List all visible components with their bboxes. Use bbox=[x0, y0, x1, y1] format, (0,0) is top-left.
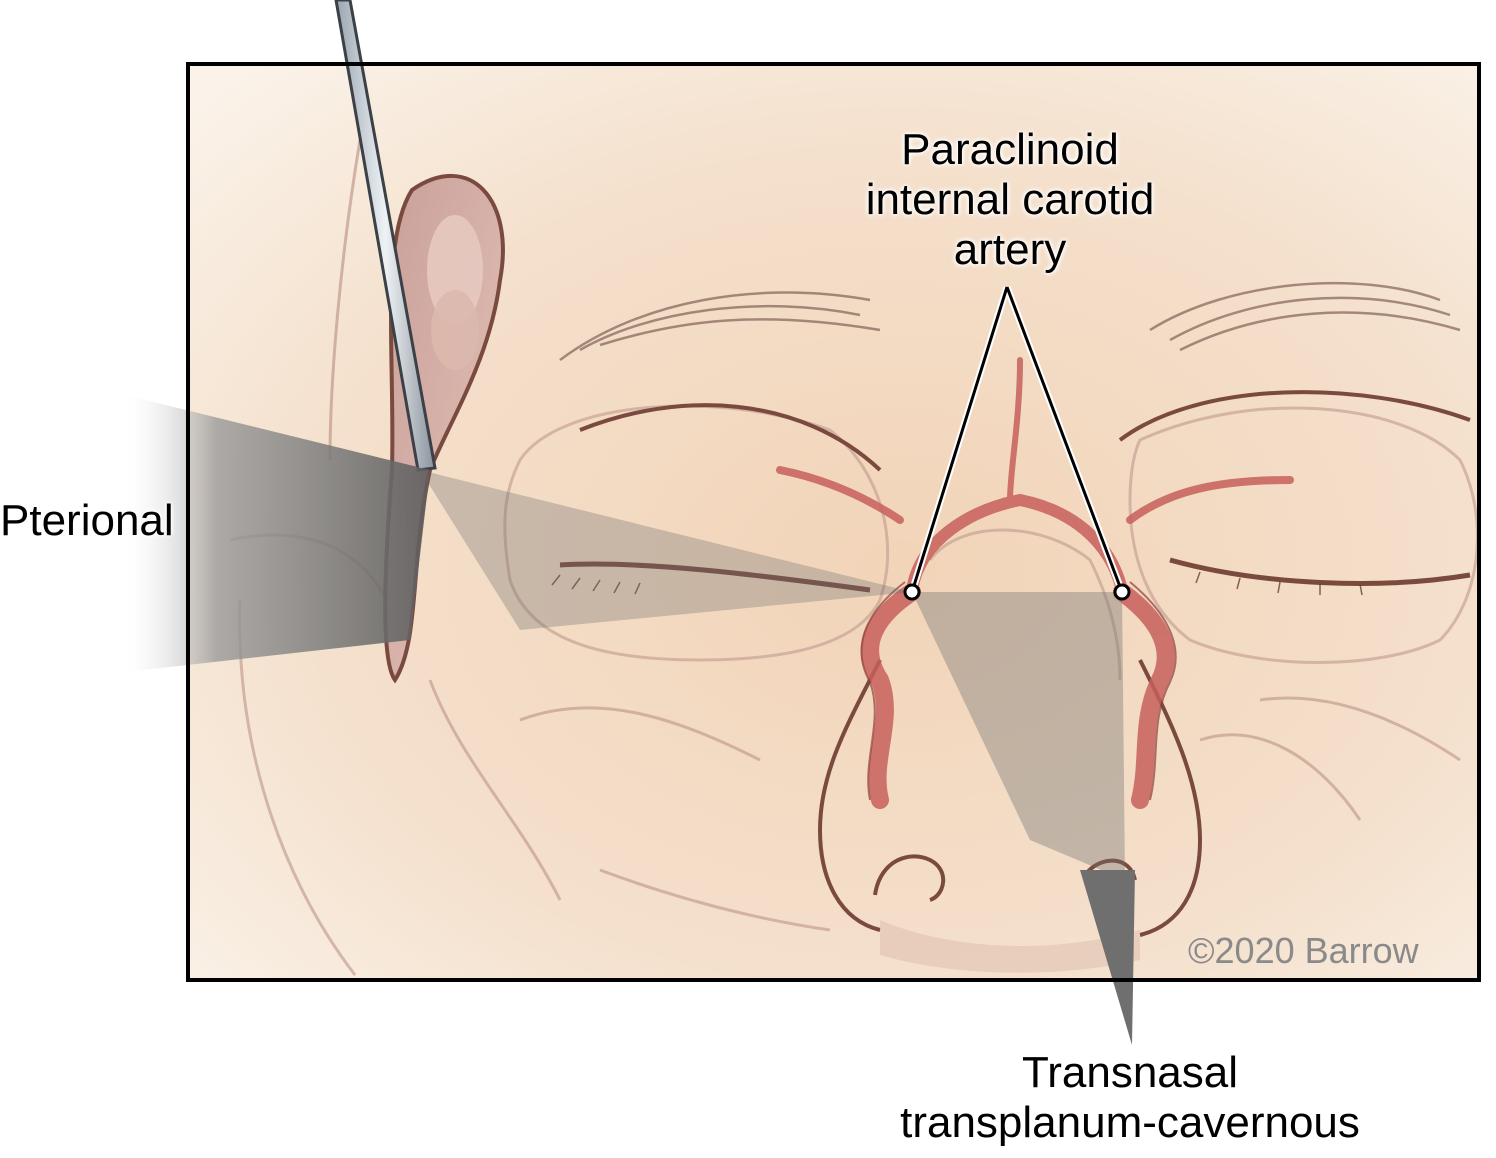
frame bbox=[186, 62, 1481, 982]
pterional-corridor bbox=[125, 395, 430, 672]
label-line: artery bbox=[953, 225, 1067, 274]
copyright-notice: ©2020 Barrow bbox=[1188, 930, 1419, 971]
label-line: Transnasal bbox=[1021, 1048, 1239, 1097]
transnasal-label: Transnasal transplanum-cavernous bbox=[840, 1048, 1420, 1148]
label-line: Paraclinoid bbox=[901, 125, 1119, 174]
paraclinoid-leader bbox=[903, 285, 1131, 601]
retractor-icon bbox=[334, 0, 437, 472]
label-line: transplanum-cavernous bbox=[900, 1098, 1360, 1147]
transnasal-corridor-tip bbox=[1080, 870, 1135, 1045]
pterional-label: Pterional bbox=[0, 496, 174, 545]
paraclinoid-ica-label: Paraclinoid internal carotid artery bbox=[810, 125, 1210, 275]
label-line: internal carotid bbox=[865, 175, 1155, 224]
